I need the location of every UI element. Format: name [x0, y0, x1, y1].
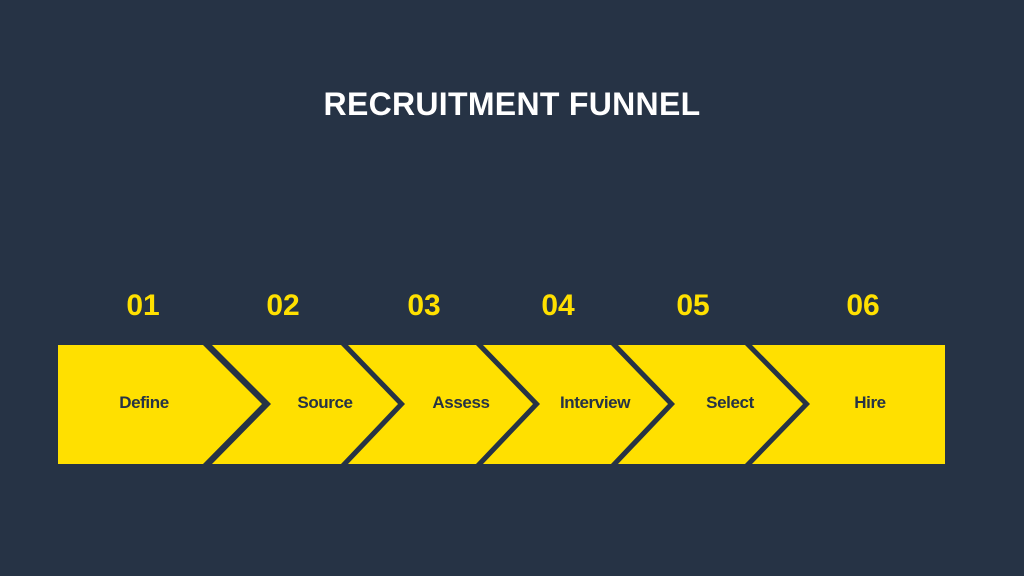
- step-number-5: 05: [676, 289, 710, 322]
- funnel-step-1-shape: [58, 345, 262, 464]
- step-number-4: 04: [541, 289, 575, 322]
- step-label-1: Define: [119, 393, 169, 412]
- funnel-step-5-shape: [618, 345, 803, 464]
- funnel-step-2-shape: [212, 345, 398, 464]
- step-number-1: 01: [126, 289, 160, 322]
- step-number-6: 06: [846, 289, 880, 322]
- funnel-step-4-shape: [483, 345, 668, 464]
- page-title: RECRUITMENT FUNNEL: [323, 86, 701, 122]
- step-label-5: Select: [706, 393, 754, 412]
- step-number-3: 03: [407, 289, 441, 322]
- step-label-2: Source: [297, 393, 353, 412]
- step-numbers: 01 02 03 04 05 06: [0, 286, 1024, 326]
- step-label-6: Hire: [854, 393, 886, 412]
- funnel-step-3-shape: [348, 345, 533, 464]
- step-number-2: 02: [266, 289, 300, 322]
- step-label-4: Interview: [559, 393, 631, 412]
- funnel-step-6-shape: [752, 345, 945, 464]
- step-label-3: Assess: [432, 393, 490, 412]
- step-labels: Define Source Assess Interview Select Hi…: [0, 388, 1024, 418]
